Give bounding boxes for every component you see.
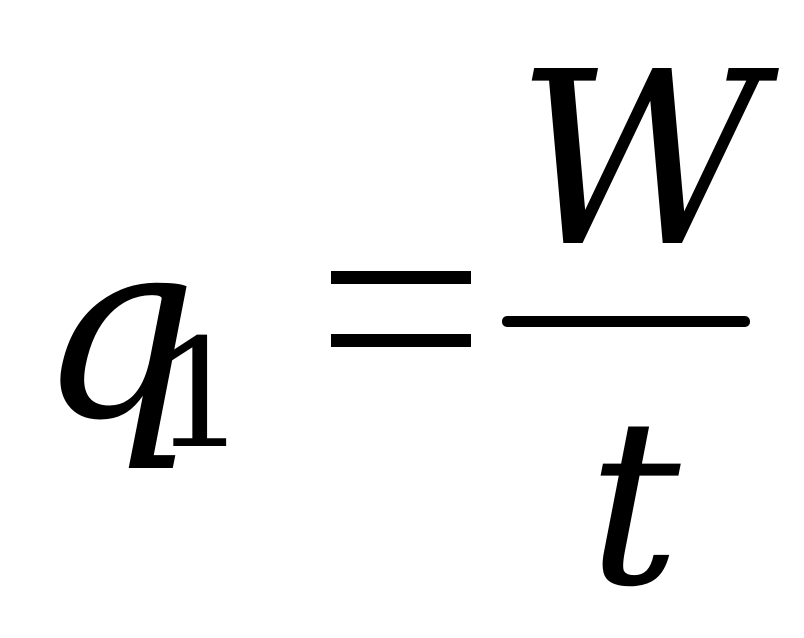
numerator-w: W [516, 20, 763, 300]
variable-q: q [38, 184, 199, 475]
equals-bar-bottom [331, 334, 471, 347]
equals-bar-top [331, 271, 471, 284]
formula: q 1 W t [38, 20, 763, 638]
equals-sign [331, 271, 471, 347]
fraction-bar [502, 316, 750, 327]
subscript-one: 1 [152, 308, 248, 482]
denominator-t: t [588, 371, 681, 638]
